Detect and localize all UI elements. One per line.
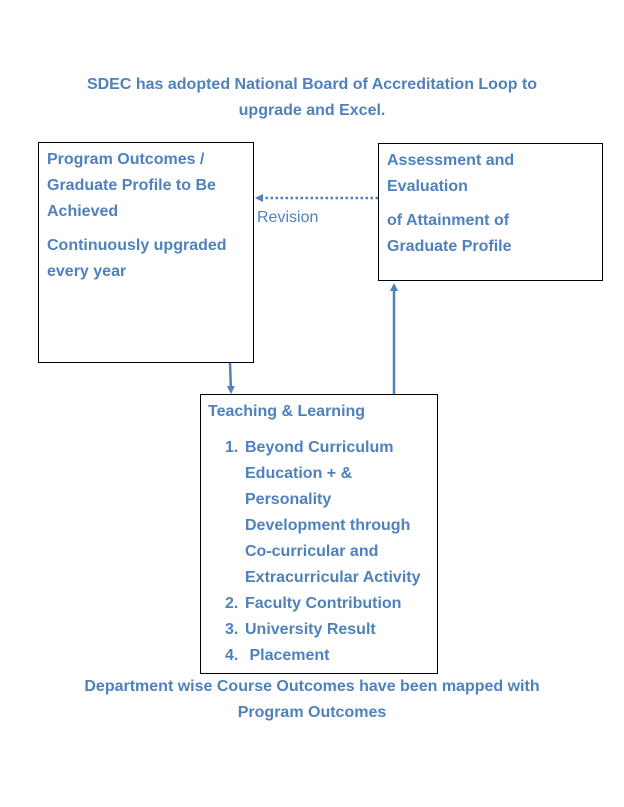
text-line: Development through <box>245 517 411 534</box>
teaching-list: 1. Beyond Curriculum Education + & Perso… <box>225 435 435 669</box>
footer-note: Department wise Course Outcomes have bee… <box>0 674 624 726</box>
text-line: Co-curricular and <box>245 543 379 560</box>
list-item: 3. University Result <box>225 617 435 643</box>
text-line: Faculty Contribution <box>245 595 402 612</box>
text-line: Graduate Profile <box>387 238 512 255</box>
footer-line: Department wise Course Outcomes have bee… <box>84 678 540 695</box>
text-line: every year <box>47 263 127 280</box>
outcomes-to-teaching-arrow <box>226 362 235 394</box>
list-item: 2. Faculty Contribution <box>225 591 435 617</box>
teaching-heading: Teaching & Learning <box>208 403 366 420</box>
text-line: Achieved <box>47 203 119 220</box>
text-line: Beyond Curriculum <box>245 439 394 456</box>
text-line: Personality <box>245 491 332 508</box>
title-line: upgrade and Excel. <box>238 102 386 119</box>
text-line: University Result <box>245 621 376 638</box>
text-line: Graduate Profile to Be <box>47 177 216 194</box>
list-item: 1. Beyond Curriculum Education + & Perso… <box>225 435 435 591</box>
text-line: Education + & <box>245 465 353 482</box>
text-line: of Attainment of <box>387 212 510 229</box>
list-item: 4. Placement <box>225 643 435 669</box>
list-number: 3. <box>225 621 239 638</box>
text-line: Program Outcomes / <box>47 151 205 168</box>
footer-line: Program Outcomes <box>237 704 387 721</box>
program-outcomes-heading: Program Outcomes / Graduate Profile to B… <box>47 147 247 225</box>
list-number: 1. <box>225 439 239 456</box>
title-line: SDEC has adopted National Board of Accre… <box>86 76 538 93</box>
text-line: Placement <box>245 647 330 664</box>
teaching-learning-box: Teaching & Learning 1. Beyond Curriculum… <box>200 394 438 674</box>
revision-label: Revision <box>257 209 319 226</box>
text-line: Evaluation <box>387 178 468 195</box>
text-line: Continuously upgraded <box>47 237 227 254</box>
assessment-box: Assessment and Evaluation of Attainment … <box>378 143 603 281</box>
list-number: 2. <box>225 595 239 612</box>
program-outcomes-box: Program Outcomes / Graduate Profile to B… <box>38 142 254 363</box>
assessment-subtext: of Attainment of Graduate Profile <box>387 208 597 260</box>
list-number: 4. <box>225 647 239 664</box>
assessment-heading: Assessment and Evaluation <box>387 148 597 200</box>
diagram-title: SDEC has adopted National Board of Accre… <box>0 72 624 124</box>
text-line: Assessment and <box>387 152 515 169</box>
text-line: Extracurricular Activity <box>245 569 421 586</box>
program-outcomes-subtext: Continuously upgraded every year <box>47 233 247 285</box>
